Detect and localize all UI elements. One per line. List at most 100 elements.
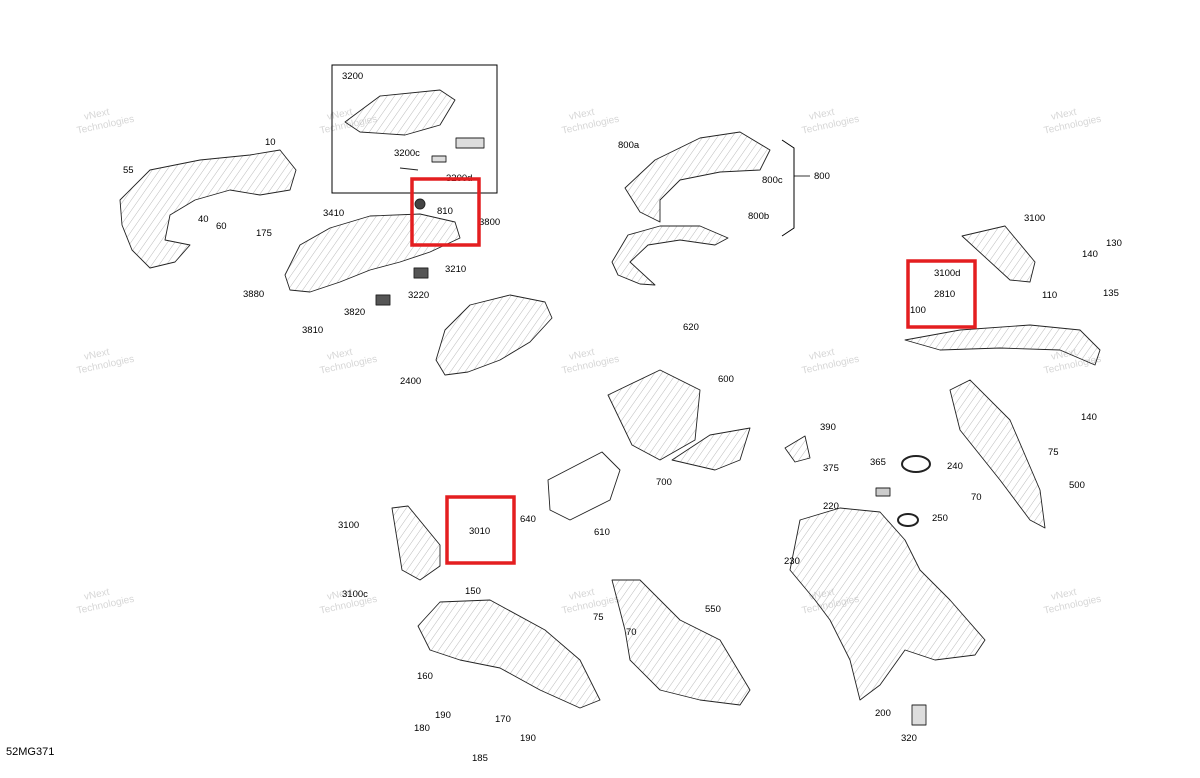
part-550-fender[interactable] — [611, 579, 751, 706]
label-3820[interactable]: 3820 — [344, 307, 365, 318]
label-70[interactable]: 70 — [971, 492, 982, 503]
part-610-frame[interactable] — [547, 451, 621, 521]
label-130[interactable]: 130 — [1106, 238, 1122, 249]
label-75[interactable]: 75 — [1048, 447, 1059, 458]
label-3010[interactable]: 3010 — [469, 526, 490, 537]
part-800a-windshield[interactable] — [624, 131, 771, 223]
label-3810[interactable]: 3810 — [302, 325, 323, 336]
label-3100-right[interactable]: 3100 — [1024, 213, 1045, 224]
label-320[interactable]: 320 — [901, 733, 917, 744]
label-375[interactable]: 375 — [823, 463, 839, 474]
label-190-lower[interactable]: 190 — [520, 733, 536, 744]
part-10-fascia[interactable] — [119, 149, 297, 269]
svg-text:vNext: vNext — [568, 107, 596, 123]
svg-text:vNext: vNext — [568, 347, 596, 363]
label-100[interactable]: 100 — [910, 305, 926, 316]
part-100-rail[interactable] — [904, 324, 1101, 366]
part-3800-support[interactable] — [284, 213, 461, 293]
label-250[interactable]: 250 — [932, 513, 948, 524]
label-220[interactable]: 220 — [823, 501, 839, 512]
label-620[interactable]: 620 — [683, 322, 699, 333]
label-150[interactable]: 150 — [465, 586, 481, 597]
part-200-body[interactable] — [789, 507, 986, 701]
part-3200d[interactable] — [431, 155, 447, 163]
label-200[interactable]: 200 — [875, 708, 891, 719]
label-800c[interactable]: 800c — [762, 175, 783, 186]
label-170[interactable]: 170 — [495, 714, 511, 725]
label-110[interactable]: 110 — [1042, 290, 1057, 301]
label-3200c[interactable]: 3200c — [394, 148, 420, 159]
label-600[interactable]: 600 — [718, 374, 734, 385]
label-3100-left[interactable]: 3100 — [338, 520, 359, 531]
part-240-ring[interactable] — [901, 455, 931, 473]
label-3200[interactable]: 3200 — [342, 71, 363, 82]
svg-text:vNext: vNext — [808, 107, 836, 123]
part-390-cover[interactable] — [784, 435, 811, 463]
label-10[interactable]: 10 — [265, 137, 276, 148]
label-240[interactable]: 240 — [947, 461, 963, 472]
label-3880[interactable]: 3880 — [243, 289, 264, 300]
label-2810[interactable]: 2810 — [934, 289, 955, 300]
label-800[interactable]: 800 — [814, 171, 830, 182]
label-70-lower[interactable]: 70 — [626, 627, 637, 638]
label-365[interactable]: 365 — [870, 457, 886, 468]
label-3800[interactable]: 3800 — [479, 217, 500, 228]
svg-text:vNext: vNext — [326, 587, 354, 603]
label-3410[interactable]: 3410 — [323, 208, 344, 219]
part-600-panel[interactable] — [607, 369, 701, 461]
part-365[interactable] — [875, 487, 891, 497]
part-3200-cover[interactable] — [344, 89, 456, 136]
part-500-side-panel[interactable] — [949, 379, 1046, 529]
label-180[interactable]: 180 — [414, 723, 430, 734]
label-800b[interactable]: 800b — [748, 211, 769, 222]
label-135[interactable]: 135 — [1103, 288, 1119, 299]
highlight-box-3100d-2810 — [906, 259, 977, 329]
label-550[interactable]: 550 — [705, 604, 721, 615]
label-3100d[interactable]: 3100d — [934, 268, 960, 279]
part-320[interactable] — [911, 704, 927, 726]
part-800b-trim[interactable] — [611, 225, 729, 286]
part-2400-headlamp[interactable] — [435, 294, 553, 376]
label-810[interactable]: 810 — [437, 206, 453, 217]
label-3220[interactable]: 3220 — [408, 290, 429, 301]
label-640[interactable]: 640 — [520, 514, 536, 525]
part-150-fender[interactable] — [417, 599, 601, 709]
label-140[interactable]: 140 — [1082, 249, 1098, 260]
label-40[interactable]: 40 — [198, 214, 209, 225]
label-800a[interactable]: 800a — [618, 140, 640, 151]
part-drawings — [119, 89, 1101, 726]
svg-text:vNext: vNext — [1050, 587, 1078, 603]
label-500[interactable]: 500 — [1069, 480, 1085, 491]
bracket-800 — [781, 139, 795, 237]
label-3100c[interactable]: 3100c — [342, 589, 368, 600]
highlight-box-3010 — [445, 495, 516, 565]
label-190[interactable]: 190 — [435, 710, 451, 721]
label-390[interactable]: 390 — [820, 422, 836, 433]
svg-text:vNext: vNext — [808, 347, 836, 363]
label-55[interactable]: 55 — [123, 165, 134, 176]
label-160[interactable]: 160 — [417, 671, 433, 682]
part-3100-right-panel[interactable] — [961, 225, 1036, 283]
svg-text:vNext: vNext — [326, 107, 354, 123]
part-3100-left-panel[interactable] — [391, 505, 441, 581]
part-3200c[interactable] — [455, 137, 485, 149]
label-3210[interactable]: 3210 — [445, 264, 466, 275]
label-185[interactable]: 185 — [472, 753, 488, 764]
label-2400[interactable]: 2400 — [400, 376, 421, 387]
part-700-cover[interactable] — [671, 427, 751, 471]
label-60[interactable]: 60 — [216, 221, 227, 232]
label-75-lower[interactable]: 75 — [593, 612, 604, 623]
label-140-lower[interactable]: 140 — [1081, 412, 1097, 423]
label-610[interactable]: 610 — [594, 527, 610, 538]
label-230[interactable]: 230 — [784, 556, 800, 567]
label-175[interactable]: 175 — [256, 228, 272, 239]
part-250-ring[interactable] — [897, 513, 919, 527]
label-700[interactable]: 700 — [656, 477, 672, 488]
